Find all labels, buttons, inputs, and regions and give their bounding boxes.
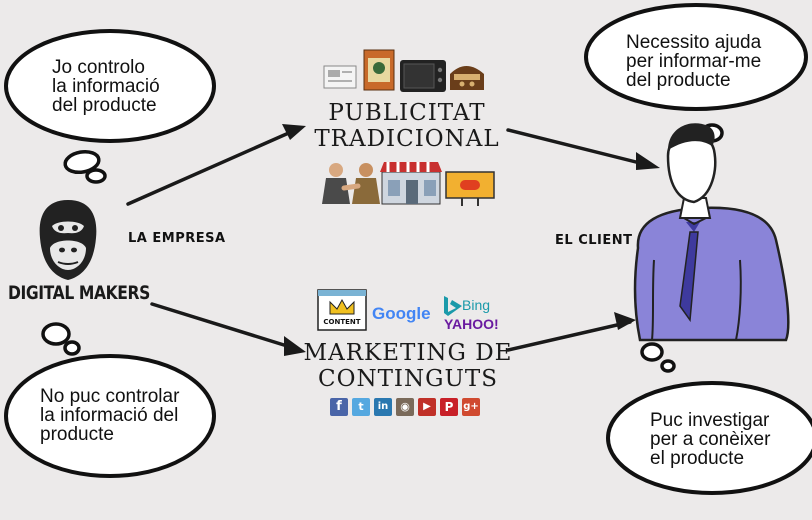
traditional-advertising-title: PUBLICITAT TRADICIONAL	[314, 100, 500, 152]
bubble-company-top	[4, 29, 216, 143]
linkedin-icon: in	[377, 401, 389, 412]
newspaper-icon	[323, 65, 357, 89]
arrow-traditional-to-client	[506, 128, 654, 168]
bing-icon	[444, 296, 462, 316]
bubble-client-bottom-text: Puc investigar per a conèixer el product…	[650, 410, 771, 469]
yahoo-logo: YAHOO!	[444, 316, 499, 332]
content-card-icon	[317, 289, 367, 331]
trail-client-bottom-2	[660, 359, 676, 373]
bubble-client-top	[584, 3, 808, 111]
bubble-company-top-text: Jo controlo la informació del producte	[52, 57, 160, 116]
radio-icon	[450, 66, 484, 90]
trail-company-top-2	[85, 168, 107, 184]
client-label: EL CLIENT	[555, 233, 633, 248]
googleplus-icon: g+	[463, 401, 479, 412]
bubble-client-bottom	[606, 381, 812, 495]
trail-company-bottom-2	[63, 340, 81, 356]
arrowhead-client-bottom	[614, 312, 636, 330]
arrowhead-client-top	[636, 152, 660, 170]
brand-name: DIGITAL MAKERS	[8, 282, 150, 304]
arrow-company-to-traditional	[126, 126, 302, 206]
arrowhead-traditional	[282, 124, 306, 140]
pinterest-icon: P	[444, 400, 454, 414]
client-man-illustration	[633, 123, 790, 342]
television-icon	[400, 60, 446, 92]
content-marketing-title: MARKETING DE CONTINGUTS	[303, 340, 513, 392]
handshake-icon	[322, 163, 380, 204]
billboard-icon	[445, 171, 495, 206]
bubble-client-top-text: Necessito ajuda per informar-me del prod…	[626, 32, 762, 91]
magazine-icon	[363, 49, 395, 91]
gorilla-logo-icon	[39, 200, 97, 280]
arrow-company-to-content	[150, 302, 302, 352]
youtube-icon: ▶	[423, 401, 431, 412]
bubble-company-bottom-text: No puc controlar la informació del produ…	[40, 386, 180, 445]
trail-company-top-1	[63, 149, 101, 175]
twitter-icon: t	[358, 400, 364, 413]
bubble-company-bottom	[4, 354, 216, 478]
facebook-icon: f	[336, 399, 342, 414]
social-icons-row	[330, 398, 480, 416]
instagram-icon: ◉	[400, 400, 410, 413]
company-label: LA EMPRESA	[128, 231, 226, 246]
arrowhead-content	[284, 336, 306, 356]
trail-client-bottom-1	[640, 342, 664, 362]
storefront-icon	[380, 162, 442, 205]
arrow-content-to-client	[506, 320, 632, 352]
bing-logo-text: Bing	[462, 297, 491, 313]
google-logo: Google	[372, 304, 431, 323]
trail-company-bottom-1	[41, 322, 71, 346]
content-card-label: CONTENT	[323, 318, 361, 326]
